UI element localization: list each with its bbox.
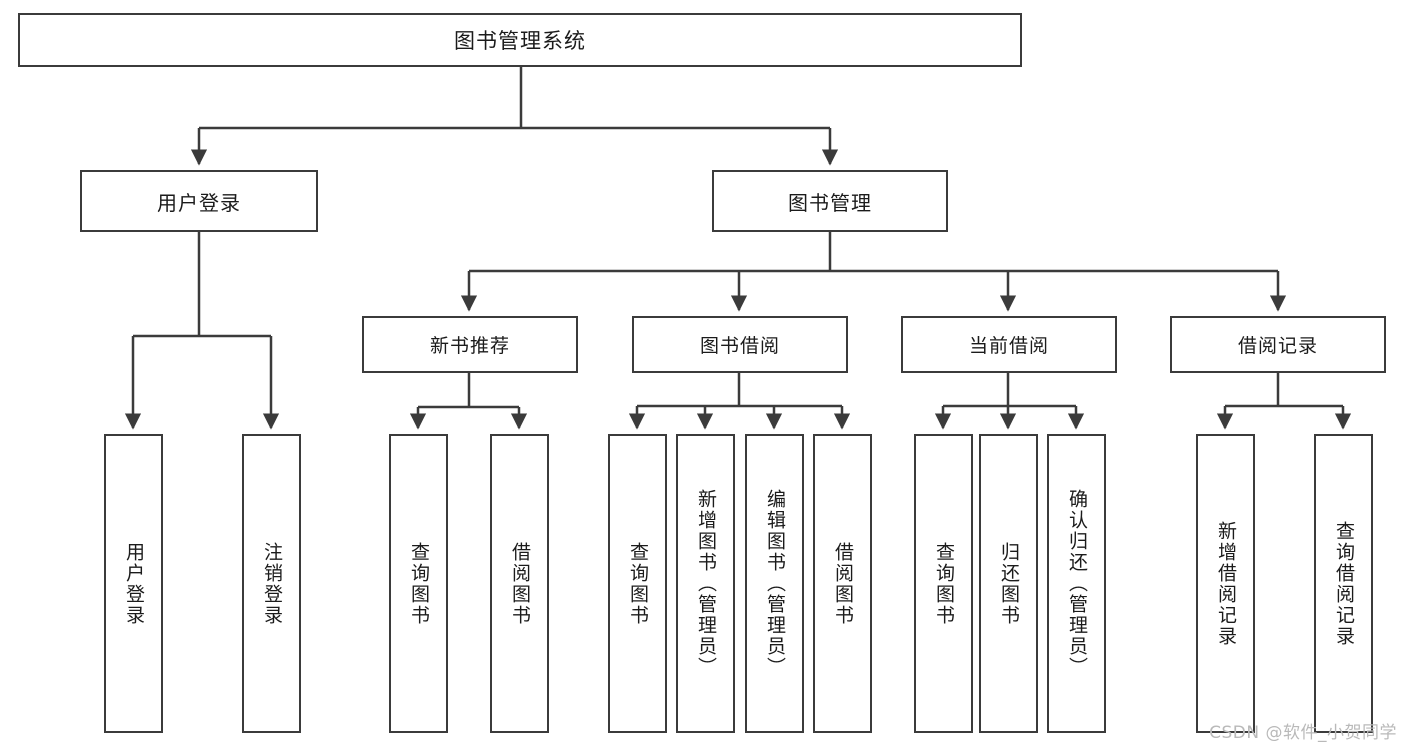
leaf-label: 用户登录 — [123, 541, 145, 626]
node-current-borrow-label: 当前借阅 — [968, 335, 1049, 357]
leaf-user-login-login[interactable]: 用户登录 — [104, 434, 163, 733]
leaf-label: 归还图书 — [998, 541, 1020, 626]
leaf-label: 查询图书 — [408, 541, 430, 626]
node-book-management[interactable]: 图书管理 — [712, 170, 948, 232]
leaf-new-book-borrow[interactable]: 借阅图书 — [490, 434, 549, 733]
leaf-label: 借阅图书 — [832, 541, 854, 626]
leaf-label: 借阅图书 — [509, 541, 531, 626]
leaf-record-query-record[interactable]: 查询借阅记录 — [1314, 434, 1373, 733]
node-user-login[interactable]: 用户登录 — [80, 170, 318, 232]
leaf-label: 查询借阅记录 — [1333, 520, 1355, 647]
node-borrow-record[interactable]: 借阅记录 — [1170, 316, 1386, 373]
leaf-label: 新增借阅记录 — [1215, 520, 1237, 647]
node-new-book-recommend-label: 新书推荐 — [429, 335, 510, 357]
leaf-current-query-book[interactable]: 查询图书 — [914, 434, 973, 733]
leaf-label: 新增图书（管理员） — [695, 489, 717, 678]
leaf-user-login-logout[interactable]: 注销登录 — [242, 434, 301, 733]
watermark-text: CSDN @软件_小贺同学 — [1209, 723, 1397, 743]
leaf-borrow-edit-book[interactable]: 编辑图书（管理员） — [745, 434, 804, 733]
node-current-borrow[interactable]: 当前借阅 — [901, 316, 1117, 373]
leaf-label: 注销登录 — [261, 541, 283, 626]
node-book-borrow[interactable]: 图书借阅 — [632, 316, 848, 373]
leaf-label: 查询图书 — [933, 541, 955, 626]
leaf-label: 确认归还（管理员） — [1066, 489, 1088, 678]
node-root[interactable]: 图书管理系统 — [18, 13, 1022, 67]
leaf-borrow-query-book[interactable]: 查询图书 — [608, 434, 667, 733]
node-root-label: 图书管理系统 — [454, 29, 586, 53]
node-book-borrow-label: 图书借阅 — [699, 335, 780, 357]
leaf-label: 查询图书 — [627, 541, 649, 626]
node-user-login-label: 用户登录 — [157, 190, 241, 215]
leaf-current-confirm-return[interactable]: 确认归还（管理员） — [1047, 434, 1106, 733]
node-new-book-recommend[interactable]: 新书推荐 — [362, 316, 578, 373]
leaf-new-book-query[interactable]: 查询图书 — [389, 434, 448, 733]
leaf-label: 编辑图书（管理员） — [764, 489, 786, 678]
node-borrow-record-label: 借阅记录 — [1237, 335, 1318, 357]
leaf-current-return-book[interactable]: 归还图书 — [979, 434, 1038, 733]
node-book-management-label: 图书管理 — [788, 190, 872, 215]
leaf-borrow-borrow-book[interactable]: 借阅图书 — [813, 434, 872, 733]
leaf-record-add-record[interactable]: 新增借阅记录 — [1196, 434, 1255, 733]
leaf-borrow-add-book[interactable]: 新增图书（管理员） — [676, 434, 735, 733]
